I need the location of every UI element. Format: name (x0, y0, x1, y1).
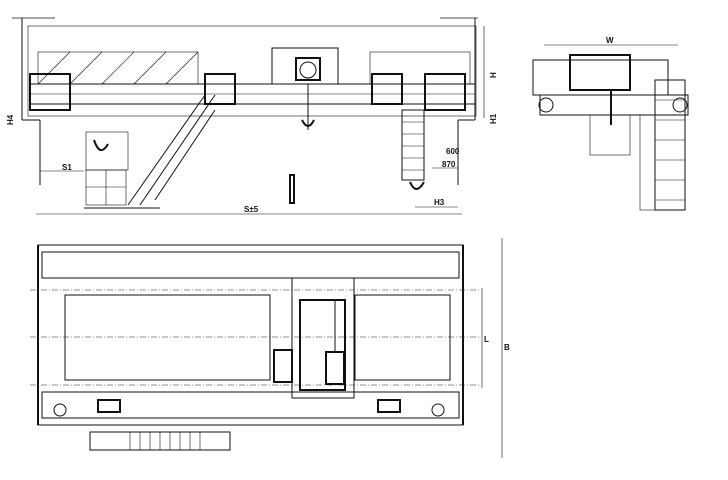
left-end-carriage (29, 73, 71, 111)
side-wheel-left (538, 97, 554, 113)
left-wall (12, 17, 55, 185)
staircase (84, 94, 216, 209)
trolley (271, 47, 339, 85)
right-height-label: H1 (489, 113, 498, 124)
right-ladder (401, 109, 425, 190)
plan-trolley (291, 277, 355, 399)
span-label: S±5 (244, 205, 259, 214)
top-height-label: H (489, 72, 498, 78)
side-ladder (654, 79, 686, 211)
hook-approach-right-label: H3 (434, 198, 445, 207)
hook-approach-left-label: S1 (62, 163, 72, 172)
side-wheel-right (672, 97, 688, 113)
right-railing (369, 51, 471, 85)
side-width-label: W (606, 36, 614, 45)
dim-600-label: 600 (446, 147, 460, 156)
bridge-outline (37, 244, 464, 426)
wheel-base-label: L (484, 335, 489, 344)
left-height-label: H4 (6, 114, 15, 125)
front-view: S±5 S1 H3 600 870 H4 H1 H (6, 17, 498, 215)
main-hook-icon (301, 119, 315, 127)
right-end-carriage (424, 73, 466, 111)
aux-hook-icon (409, 181, 425, 190)
plan-view: L B (30, 238, 510, 458)
total-width-label: B (504, 343, 510, 352)
dim-870-label: 870 (442, 160, 456, 169)
cab-hook-icon (93, 139, 109, 151)
side-view: W (532, 36, 689, 211)
side-trolley (569, 54, 631, 91)
left-railing (37, 51, 199, 85)
